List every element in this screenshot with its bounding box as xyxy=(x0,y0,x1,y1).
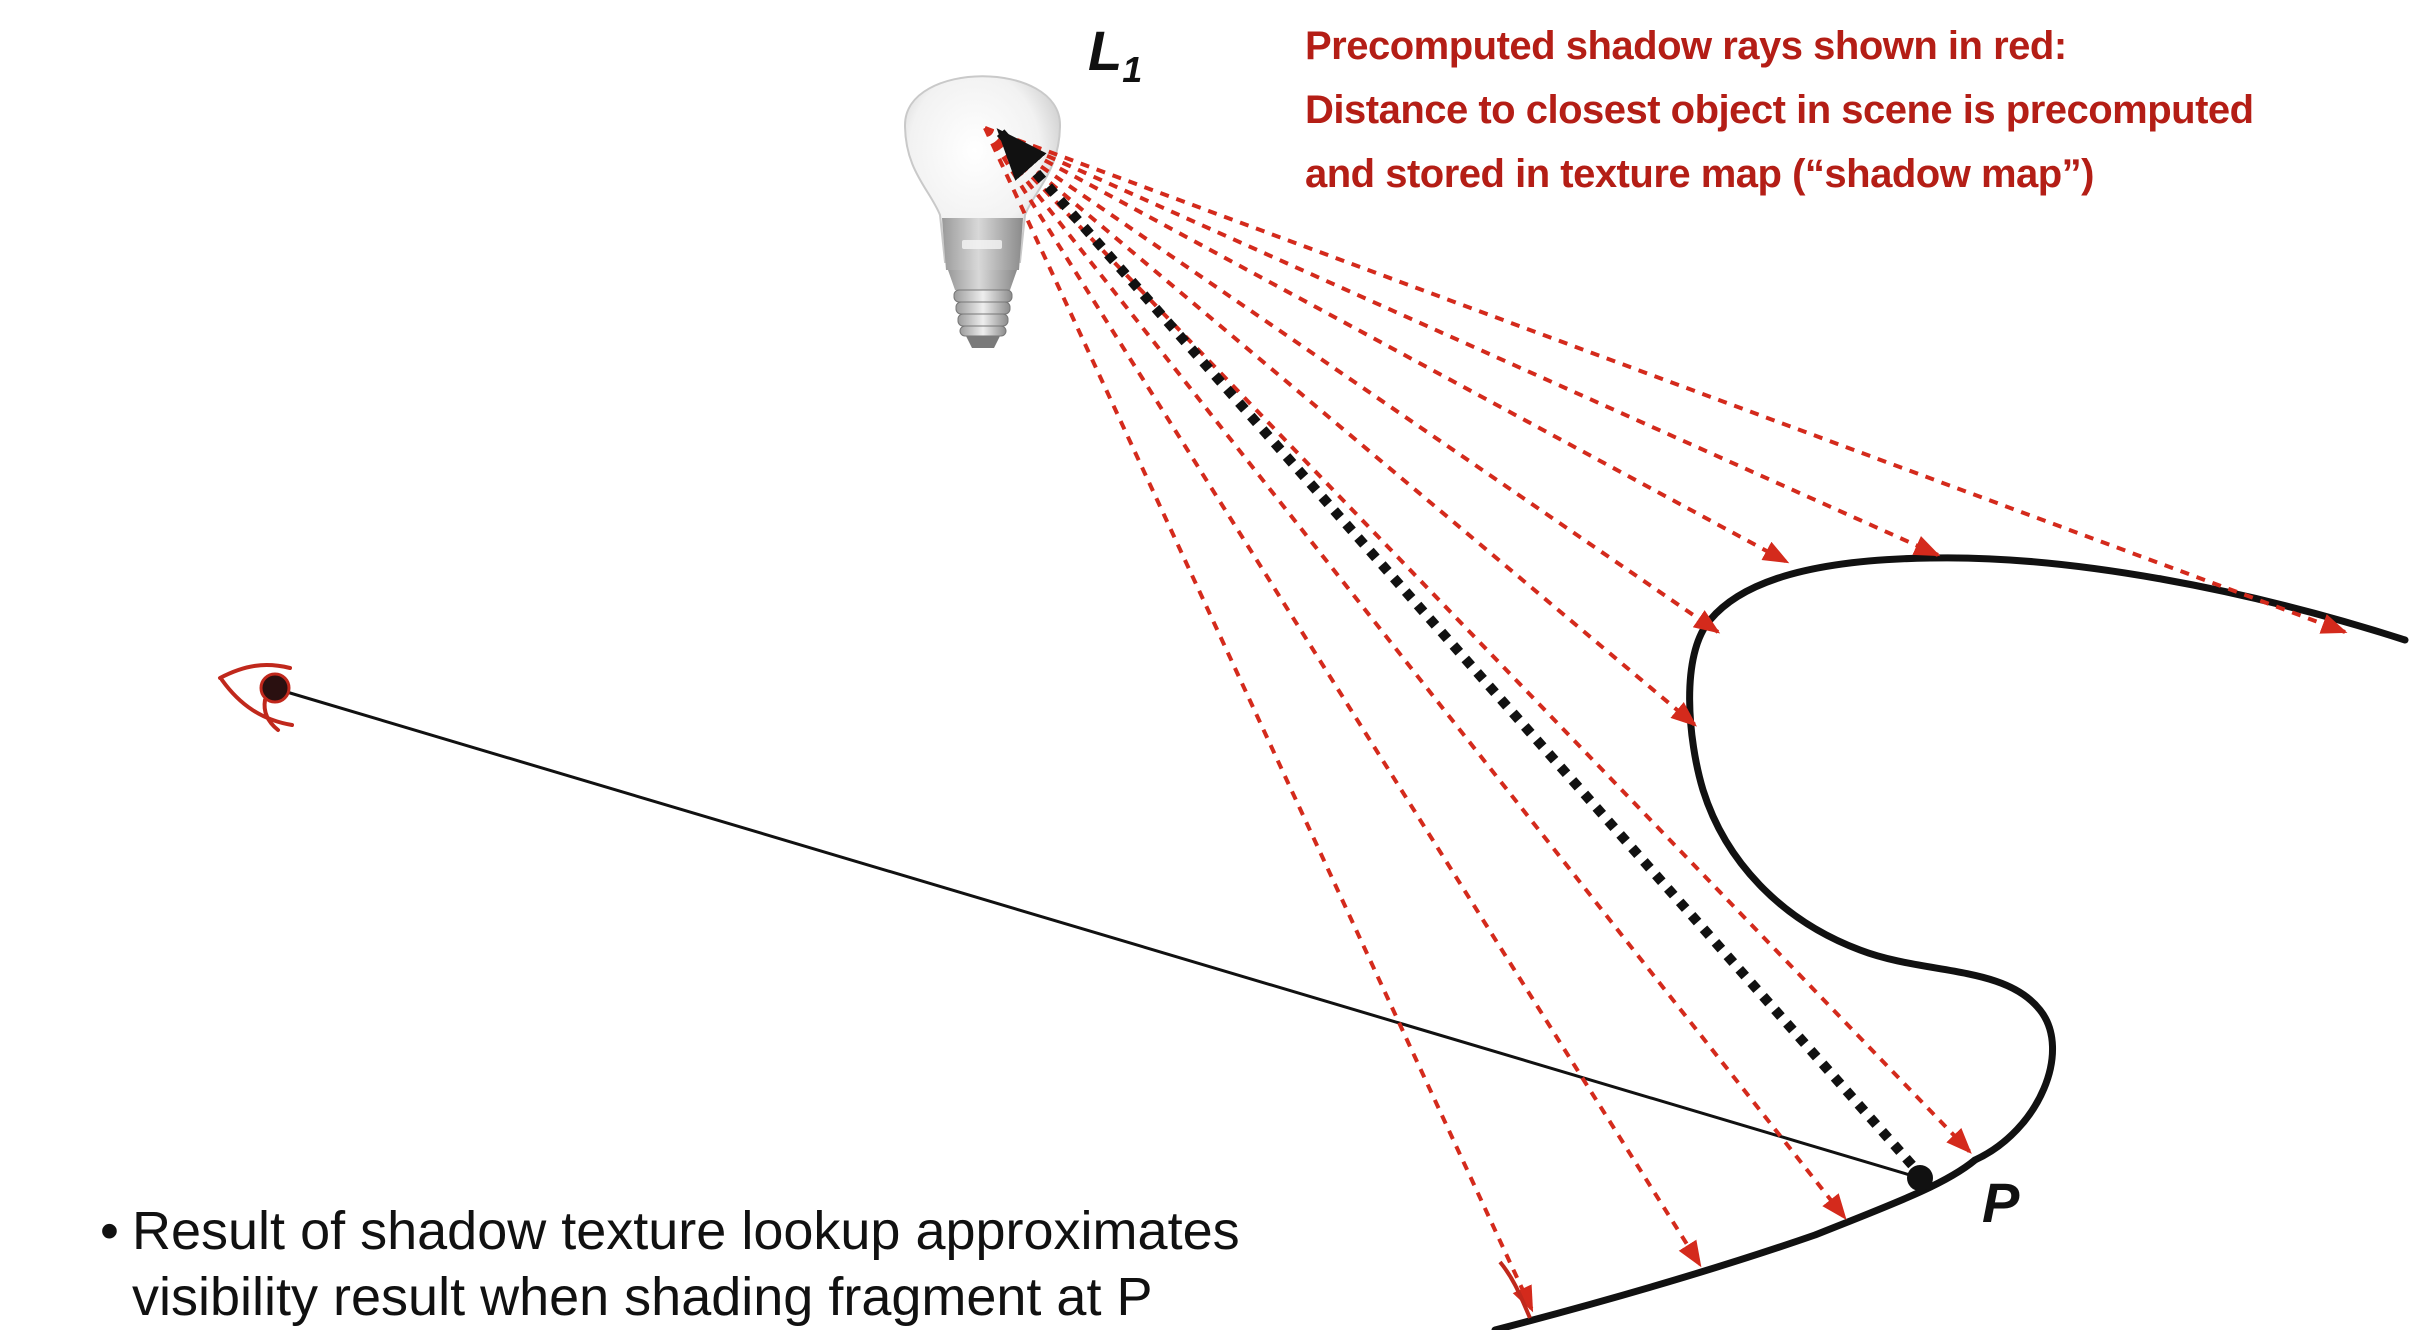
shadow-ray xyxy=(984,126,2348,634)
shadow-ray xyxy=(983,127,1534,1313)
annotation: Precomputed shadow rays shown in red: Di… xyxy=(1305,14,2254,206)
shadow-ray xyxy=(983,126,1697,727)
shadow-ray xyxy=(983,126,1721,634)
curve-tick-mark xyxy=(1498,1260,1532,1319)
shadow-ray xyxy=(984,126,1941,557)
light-label-subscript: 1 xyxy=(1122,49,1142,90)
caption-bullet: • xyxy=(100,1201,119,1261)
caption-line: visibility result when shading fragment … xyxy=(132,1267,1153,1327)
annotation-line: Distance to closest object in scene is p… xyxy=(1305,88,2254,132)
light-to-p-ray xyxy=(996,128,1916,1169)
annotation-line: Precomputed shadow rays shown in red: xyxy=(1305,24,2067,68)
surface-curve-upper xyxy=(1686,554,2409,1164)
shadow-ray xyxy=(983,126,1847,1221)
point-label: P xyxy=(1982,1171,2020,1234)
shadow-rays xyxy=(983,126,2348,1313)
caption: • Result of shadow texture lookup approx… xyxy=(100,1198,1240,1330)
light-label: L1 xyxy=(1088,19,1142,90)
light-bulb-icon xyxy=(903,75,1062,348)
point-p-marker xyxy=(1907,1165,1933,1191)
eye-icon xyxy=(218,663,294,732)
caption-line: Result of shadow texture lookup approxim… xyxy=(132,1201,1240,1261)
view-ray xyxy=(279,688,1921,1180)
annotation-line: and stored in texture map (“shadow map”) xyxy=(1305,152,2095,196)
surface-curve-lower xyxy=(1491,1156,1979,1330)
shadow-ray xyxy=(983,126,1702,1268)
